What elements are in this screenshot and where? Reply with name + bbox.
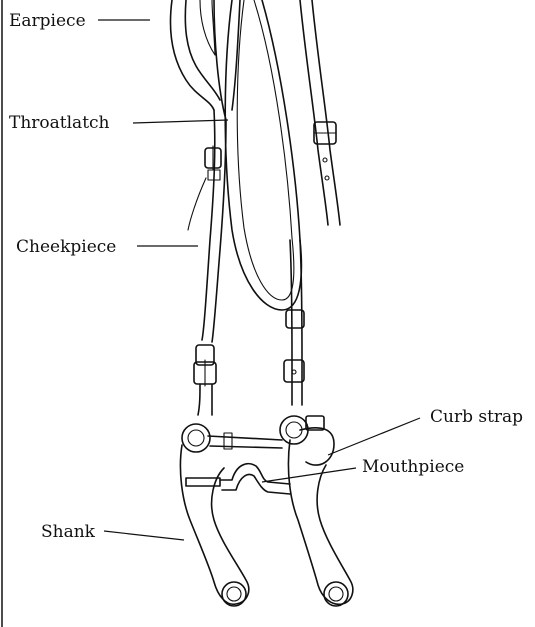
label-mouthpiece: Mouthpiece (362, 457, 464, 477)
throatlatch-strap (300, 0, 328, 225)
label-shank: Shank (41, 522, 96, 542)
earpiece-slot (200, 0, 215, 55)
earpiece-strap (171, 0, 214, 110)
mouthpiece-leader (262, 468, 356, 482)
curb-strap-leader (328, 418, 420, 455)
shank-leader (104, 531, 184, 540)
right-bit-ring (280, 416, 308, 444)
bridle-illustration (171, 0, 353, 606)
left-bit-ring (182, 424, 210, 452)
curb-strap (300, 428, 334, 465)
label-throatlatch: Throatlatch (9, 113, 110, 133)
label-curb-strap: Curb strap (430, 407, 523, 427)
mouthpiece-port (220, 464, 290, 484)
label-earpiece: Earpiece (9, 11, 86, 31)
left-cheekpiece (202, 110, 215, 340)
right-cheekpiece (290, 240, 292, 405)
label-cheekpiece: Cheekpiece (16, 237, 116, 257)
